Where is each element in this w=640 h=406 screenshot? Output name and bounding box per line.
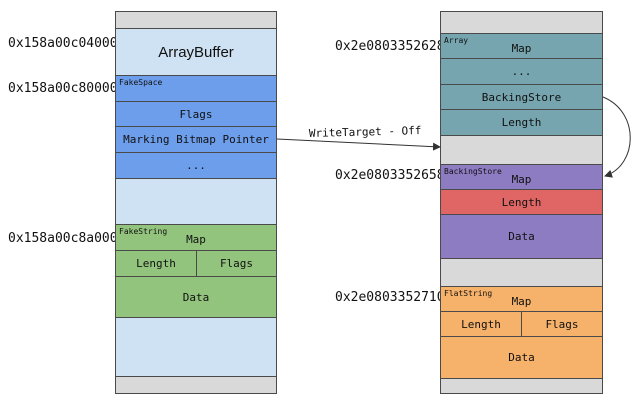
array-backing-store-label: BackingStore <box>481 90 562 104</box>
flat-string-tag: FlatString <box>444 289 493 298</box>
address-label: 0x2e0803352658 <box>335 168 445 183</box>
write-target-label: WriteTarget - Off <box>309 124 422 140</box>
fake-string-length-label: Length <box>136 257 176 270</box>
fake-string-tag: FakeString <box>119 227 168 236</box>
address-label: 0x158a00c80000 <box>8 81 118 96</box>
backing-store-map-cell: BackingStore Map <box>440 164 603 190</box>
write-target-arrow <box>276 138 441 151</box>
array-length-label: Length <box>501 116 542 129</box>
flat-string-data-label: Data <box>508 351 535 364</box>
left-empty-region <box>115 178 277 225</box>
array-map-label: Map <box>511 41 532 55</box>
flat-string-data-cell: Data <box>440 336 603 379</box>
flat-string-length-label: Length <box>461 317 501 331</box>
flat-string-flags-cell: Flags <box>521 311 603 337</box>
fake-space-header-cell: FakeSpace <box>115 75 277 102</box>
left-bottom-empty-region <box>115 317 277 377</box>
left-top-gray-cell <box>115 11 277 29</box>
fake-string-map-cell: FakeString Map <box>115 224 277 251</box>
left-bottom-gray-cell <box>115 376 277 394</box>
backing-store-data-label: Data <box>508 230 535 243</box>
backing-store-length-label: Length <box>501 195 542 209</box>
array-map-cell: Array Map <box>440 33 603 59</box>
fake-space-flags-cell: Flags <box>115 101 277 127</box>
flat-string-length-cell: Length <box>440 311 522 337</box>
fake-space-ellipsis-cell: ... <box>115 152 277 179</box>
address-label: 0x158a00c04000 <box>8 36 118 51</box>
fake-string-data-label: Data <box>182 290 210 304</box>
fake-string-map-label: Map <box>186 233 206 246</box>
fake-space-tag: FakeSpace <box>119 78 163 87</box>
fake-string-flags-cell: Flags <box>196 250 277 277</box>
array-length-cell: Length <box>440 109 603 136</box>
backing-store-map-label: Map <box>511 172 532 186</box>
backing-store-length-cell: Length <box>440 189 603 215</box>
marking-bitmap-pointer-cell: Marking Bitmap Pointer <box>115 126 277 153</box>
fake-string-flags-label: Flags <box>219 257 254 270</box>
address-label: 0x158a00c8a000 <box>8 231 118 246</box>
flat-string-map-cell: FlatString Map <box>440 286 603 312</box>
fake-string-length-cell: Length <box>115 250 197 277</box>
array-ellipsis-cell: ... <box>440 58 603 85</box>
marking-bitmap-pointer-label: Marking Bitmap Pointer <box>123 133 269 146</box>
right-bottom-gray-cell <box>440 378 603 394</box>
fake-space-ellipsis-label: ... <box>186 159 206 172</box>
backing-store-pointer-arrow <box>602 96 631 178</box>
array-ellipsis-label: ... <box>511 65 532 78</box>
array-buffer-label: ArrayBuffer <box>158 43 234 61</box>
array-buffer-region: ArrayBuffer <box>115 28 277 76</box>
array-backing-store-cell: BackingStore <box>440 84 603 110</box>
backing-store-data-cell: Data <box>440 214 603 259</box>
array-tag: Array <box>444 36 469 45</box>
backing-store-tag: BackingStore <box>444 167 502 176</box>
address-label: 0x2e0803352628 <box>335 39 445 54</box>
right-top-gray-cell <box>440 11 603 34</box>
address-label: 0x2e0803352710 <box>335 290 445 305</box>
right-gap-gray-cell <box>440 135 603 165</box>
fake-string-data-cell: Data <box>115 276 277 318</box>
flat-string-flags-label: Flags <box>545 317 579 331</box>
fake-space-flags-label: Flags <box>179 107 213 121</box>
right-gap-gray-cell <box>440 258 603 287</box>
flat-string-map-label: Map <box>511 294 532 308</box>
